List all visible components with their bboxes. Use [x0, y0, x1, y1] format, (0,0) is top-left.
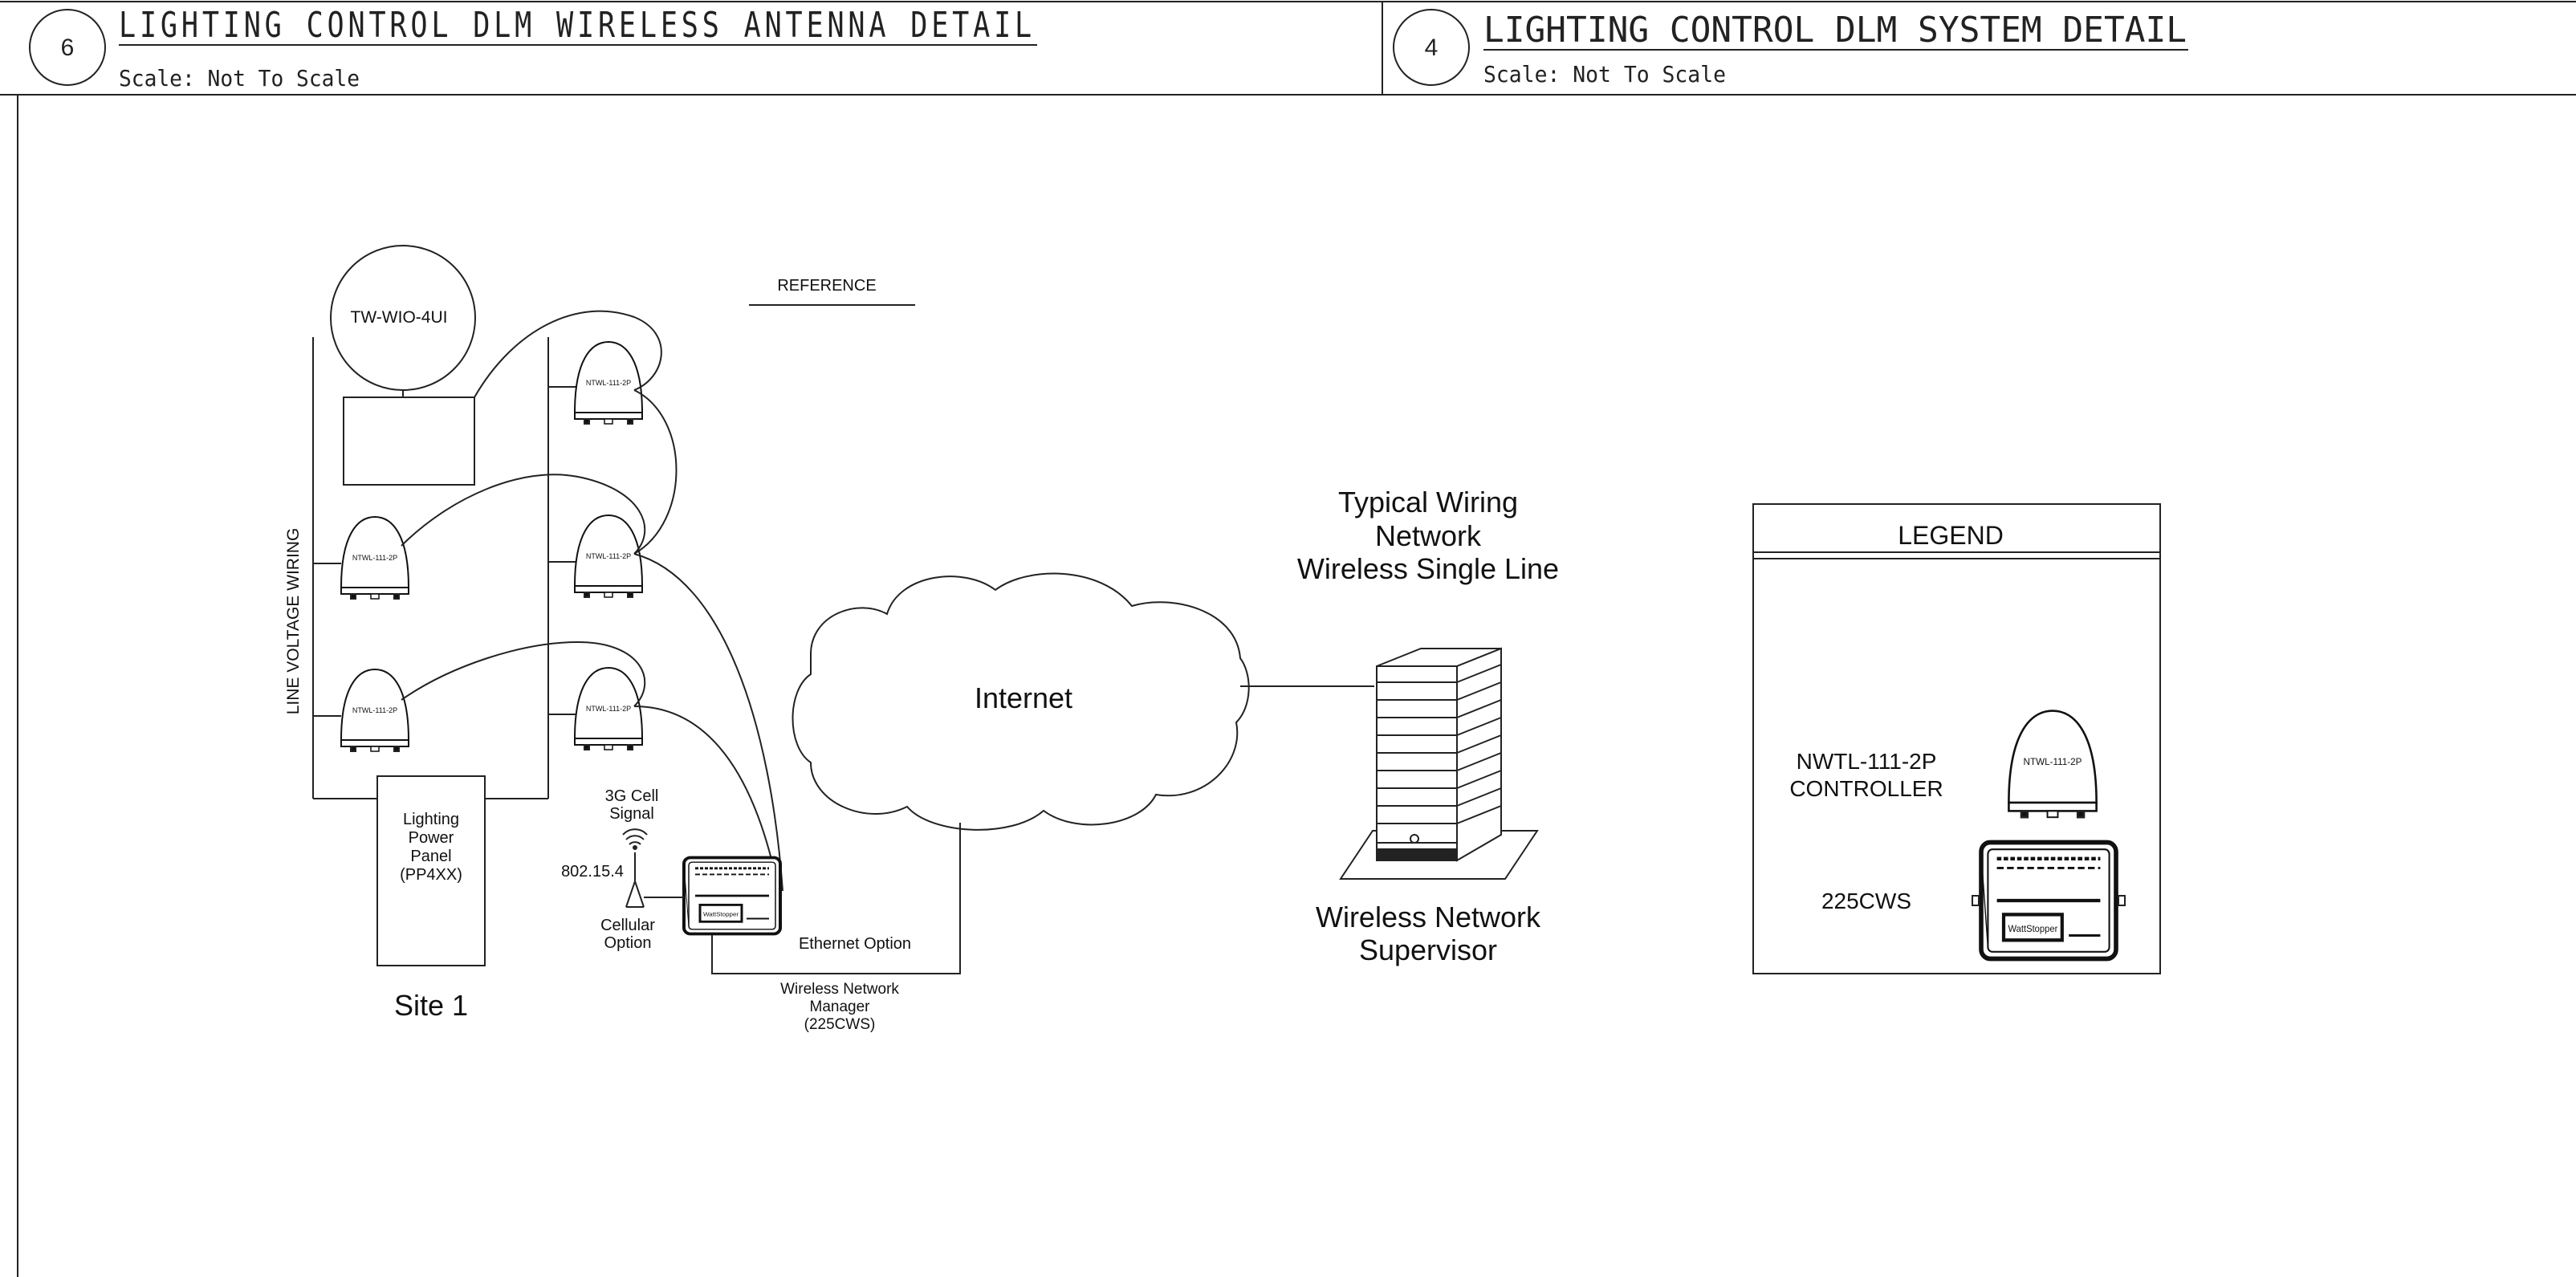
detail-number-bubble: [29, 9, 106, 86]
legend-controller-line1: NWTL-111-2P: [1797, 749, 1937, 774]
legend-antenna-label: NTWL-111-2P: [2024, 757, 2082, 767]
detail-scale: Scale: Not To Scale: [1483, 61, 1726, 87]
legend-antenna-icon: NTWL-111-2P: [2008, 710, 2098, 819]
manager-label-line3: (225CWS): [804, 1016, 876, 1033]
panel-label-line3: Panel: [410, 848, 451, 865]
detail-scale: Scale: Not To Scale: [119, 65, 360, 92]
detail-title: LIGHTING CONTROL DLM WIRELESS ANTENNA DE…: [119, 5, 1036, 46]
network-title-line3: Wireless Single Line: [1297, 552, 1559, 585]
detail-number-bubble: [1393, 9, 1470, 86]
supervisor-label-line2: Supervisor: [1359, 933, 1497, 966]
antenna-label: NTWL-111-2P: [352, 554, 397, 562]
antenna-2: NTWL-111-2P: [574, 514, 643, 598]
protocol-label: 802.15.4: [561, 863, 624, 880]
internet-cloud: [792, 572, 1250, 831]
legend-box: LEGEND NWTL-111-2P CONTROLLER NTWL-111-2…: [1752, 503, 2161, 974]
cell-signal-line2: Signal: [609, 805, 654, 823]
manager-label-line1: Wireless Network: [780, 981, 899, 998]
detail-number: 6: [61, 35, 75, 61]
detail-title: LIGHTING CONTROL DLM SYSTEM DETAIL: [1483, 10, 2187, 51]
antenna-label: NTWL-111-2P: [352, 706, 397, 714]
legend-manager-brand: WattStopper: [2008, 925, 2058, 934]
antenna-label: NTWL-111-2P: [586, 705, 631, 713]
detail-number: 4: [1425, 35, 1439, 61]
cellular-option-line1: Cellular: [600, 917, 655, 934]
lighting-power-panel: [376, 775, 486, 966]
line-voltage-label: LINE VOLTAGE WIRING: [284, 528, 303, 715]
network-title-line1: Typical Wiring: [1338, 486, 1518, 519]
manager-brand: WattStopper: [703, 911, 739, 918]
cell-signal-line1: 3G Cell: [605, 787, 659, 805]
internet-label: Internet: [975, 681, 1072, 714]
ethernet-option-label: Ethernet Option: [799, 935, 911, 953]
panel-label-line2: Power: [409, 829, 454, 847]
antenna-4: NTWL-111-2P: [340, 516, 409, 600]
legend-controller-line2: CONTROLLER: [1789, 776, 1943, 801]
panel-label-line4: (PP4XX): [400, 866, 462, 884]
legend-manager-icon: WattStopper: [1981, 843, 2116, 959]
legend-title: LEGEND: [1898, 521, 2004, 550]
reference-label: REFERENCE: [777, 277, 876, 295]
antenna-1: NTWL-111-2P: [574, 341, 643, 425]
manager-label-line2: Manager: [810, 998, 871, 1015]
panel-label-line1: Lighting: [403, 811, 459, 828]
network-title-line2: Network: [1375, 519, 1482, 552]
network-manager-device: WattStopper: [682, 856, 782, 936]
cell-antenna-icon: [622, 828, 674, 908]
title-block-left: 6 LIGHTING CONTROL DLM WIRELESS ANTENNA …: [29, 5, 1037, 92]
supervisor-server-icon: [1339, 647, 1539, 880]
supervisor-label-line1: Wireless Network: [1316, 901, 1541, 933]
io-module-box: [343, 397, 475, 486]
antenna-label: NTWL-111-2P: [586, 379, 631, 387]
title-block-right: 4 LIGHTING CONTROL DLM SYSTEM DETAIL Sca…: [1393, 9, 2188, 87]
site-label: Site 1: [394, 989, 468, 1022]
antenna-3: NTWL-111-2P: [574, 667, 643, 750]
wiring-diagram: REFERENCE TW-WIO-4UI LINE VOLTAGE WIRING…: [284, 245, 1559, 1033]
legend-manager-label: 225CWS: [1821, 889, 1911, 913]
cellular-option-line2: Option: [604, 934, 652, 952]
antenna-label: NTWL-111-2P: [586, 552, 631, 560]
io-module-label: TW-WIO-4UI: [351, 308, 448, 327]
antenna-5: NTWL-111-2P: [340, 669, 409, 752]
